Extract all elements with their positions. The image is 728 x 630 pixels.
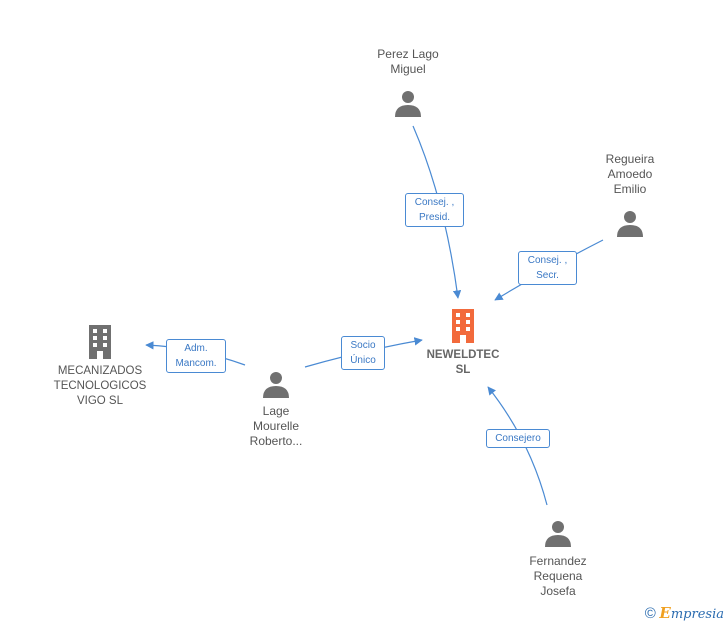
copyright-symbol: © xyxy=(644,605,656,622)
brand-name: mpresia xyxy=(670,607,724,622)
node-label: Regueira Amoedo Emilio xyxy=(605,152,655,196)
node-label: NEWELDTEC SL xyxy=(426,349,500,376)
node-label: MECANIZADOS TECNOLOGICOS VIGO SL xyxy=(53,365,147,407)
node-label: Perez Lago Miguel xyxy=(377,47,439,76)
edge-label-perez: Consej. , Presid. xyxy=(405,193,464,227)
building-icon xyxy=(452,309,474,343)
edge-label-regueira: Consej. , Secr. xyxy=(518,251,577,285)
empresia-watermark: © Empresia xyxy=(645,604,724,622)
node-label: Fernandez Requena Josefa xyxy=(529,554,587,598)
person-icon xyxy=(395,91,421,117)
node-label: Lage Mourelle Roberto... xyxy=(249,404,303,448)
brand-initial: E xyxy=(659,604,671,622)
edge-label-lage-neweldtec: Socio Único xyxy=(341,336,385,370)
person-icon xyxy=(617,211,643,237)
building-icon xyxy=(89,325,111,359)
edge-label-lage-mecanizados: Adm. Mancom. xyxy=(166,339,226,373)
person-icon xyxy=(545,521,571,547)
edge-label-fernandez: Consejero xyxy=(486,429,550,448)
person-icon xyxy=(263,372,289,398)
